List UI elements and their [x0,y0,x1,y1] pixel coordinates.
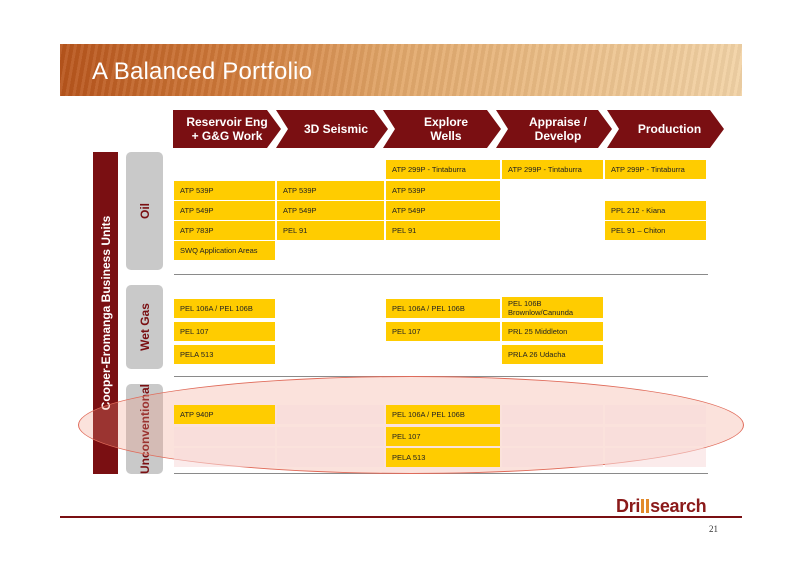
oil-production-pel-91-chiton: PEL 91 – Chiton [605,221,706,240]
ghost-cell [502,427,603,446]
wetgas-appraise-prl-25: PRL 25 Middleton [502,322,603,341]
oil-production-atp-299p: ATP 299P - Tintaburra [605,160,706,179]
unconv-explore-pela-513: PELA 513 [386,448,500,467]
wetgas-appraise-prla-26: PRLA 26 Udacha [502,345,603,364]
oil-appraise-atp-299p: ATP 299P - Tintaburra [502,160,603,179]
page-number: 21 [709,524,718,534]
oil-reservoir-swq: SWQ Application Areas [174,241,275,260]
page-title: A Balanced Portfolio [92,58,313,85]
oil-explore-atp-539p: ATP 539P [386,181,500,200]
wetgas-reservoir-pel-107: PEL 107 [174,322,275,341]
stage-3d-seismic: 3D Seismic [276,110,388,148]
wetgas-explore-pel-107: PEL 107 [386,322,500,341]
stage-reservoir-eng: Reservoir Eng + G&G Work [173,110,281,148]
ghost-cell [605,405,706,424]
unconv-reservoir-atp-940p: ATP 940P [174,405,275,424]
oil-seismic-pel-91: PEL 91 [277,221,384,240]
oil-explore-atp-299p: ATP 299P - Tintaburra [386,160,500,179]
ghost-cell [502,448,603,467]
ghost-cell [174,427,275,446]
ghost-cell [605,427,706,446]
business-unit-label: Cooper-Eromanga Business Units [98,215,113,411]
title-banner: A Balanced Portfolio [60,44,742,96]
ghost-cell [174,448,275,467]
category-wet-gas-label: Wet Gas [137,303,152,351]
stage-explore-wells: Explore Wells [383,110,501,148]
category-wet-gas: Wet Gas [126,285,163,369]
ghost-cell [277,405,384,424]
oil-explore-pel-91: PEL 91 [386,221,500,240]
unconv-explore-pel-107: PEL 107 [386,427,500,446]
category-oil-label: Oil [137,202,152,220]
oil-reservoir-atp-539p: ATP 539P [174,181,275,200]
ghost-cell [502,405,603,424]
ghost-cell [605,448,706,467]
oil-seismic-atp-539p: ATP 539P [277,181,384,200]
oil-production-ppl-212: PPL 212 - Kiana [605,201,706,220]
wetgas-reservoir-pel-106: PEL 106A / PEL 106B [174,299,275,318]
oil-seismic-atp-549p: ATP 549P [277,201,384,220]
ghost-cell [277,427,384,446]
oil-reservoir-atp-549p: ATP 549P [174,201,275,220]
oil-reservoir-atp-783p: ATP 783P [174,221,275,240]
category-oil: Oil [126,152,163,270]
wetgas-reservoir-pela-513: PELA 513 [174,345,275,364]
wetgas-explore-pel-106: PEL 106A / PEL 106B [386,299,500,318]
separator-oil-wetgas [174,274,708,275]
footer-line [60,516,742,518]
stage-appraise-develop: Appraise / Develop [496,110,612,148]
unconv-explore-pel-106: PEL 106A / PEL 106B [386,405,500,424]
wetgas-appraise-pel-106b: PEL 106B Brownlow/Canunda [502,297,603,318]
oil-explore-atp-549p: ATP 549P [386,201,500,220]
stage-production: Production [607,110,724,148]
ghost-cell [277,448,384,467]
